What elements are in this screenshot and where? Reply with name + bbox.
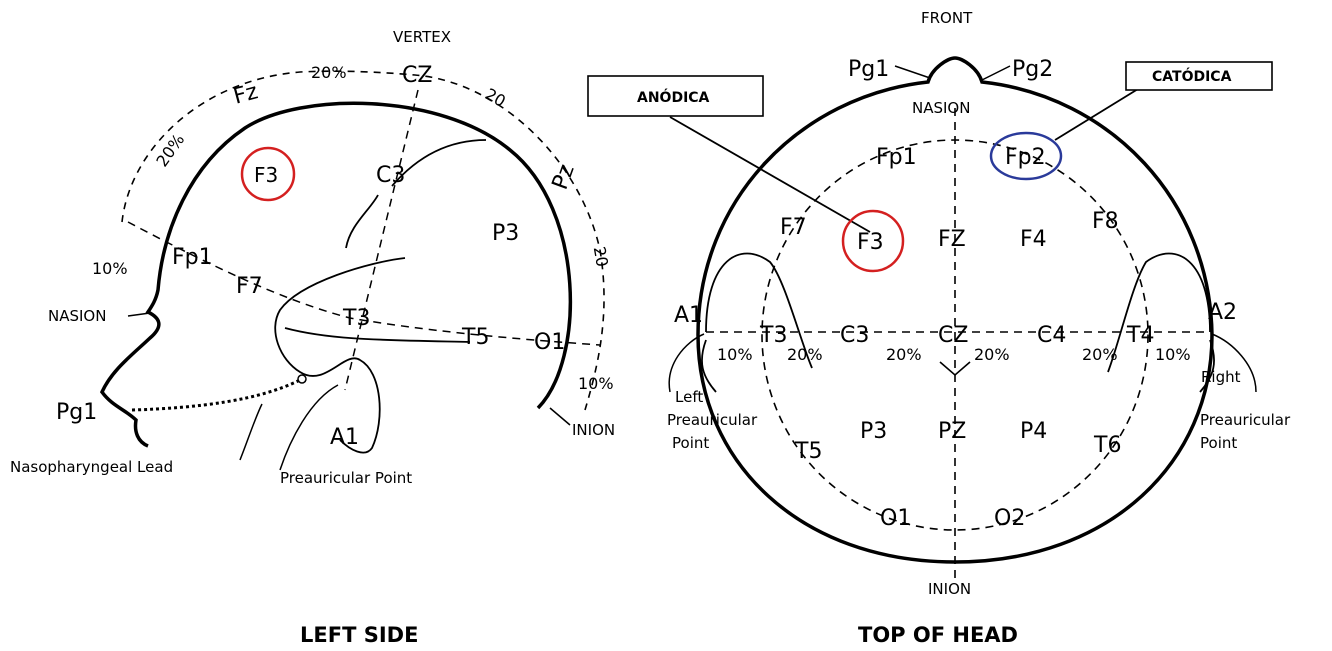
left-side-labels: VERTEX Fz CZ 20% 20 20% Pz 20 F3 C3 P3 F… — [10, 28, 615, 647]
electrode-c3-left: C3 — [376, 163, 405, 188]
ear-outline — [274, 257, 406, 454]
inion-label-left: INION — [572, 421, 615, 439]
electrode-cz-top: CZ — [938, 323, 968, 348]
electrode-a2-top: A2 — [1208, 300, 1237, 325]
head-profile-outline — [99, 101, 573, 448]
electrode-f3-left: F3 — [254, 163, 278, 187]
electrode-cz-left: CZ — [402, 63, 432, 88]
pct-o1-inion: 10% — [578, 374, 614, 393]
anode-callout-line — [669, 116, 871, 233]
electrode-fz-left: Fz — [231, 79, 261, 109]
electrode-fp2-top: Fp2 — [1005, 145, 1046, 170]
nasion-label-top: NASION — [912, 99, 970, 117]
pct-fp1-nasion: 10% — [92, 259, 128, 278]
pointer-lead — [239, 403, 263, 461]
preauricular-point-label-left: Preauricular Point — [280, 469, 412, 487]
pointer-pg2 — [981, 65, 1011, 81]
right-preauricular-3: Point — [1200, 434, 1237, 452]
electrode-c3-top: C3 — [840, 323, 869, 348]
electrode-t3-top: T3 — [759, 323, 787, 348]
pct-cz-pz: 20 — [482, 84, 509, 111]
top-of-head-caption: TOP OF HEAD — [858, 623, 1018, 647]
pct-a1-t3: 10% — [717, 345, 753, 364]
electrode-c4-top: C4 — [1037, 323, 1066, 348]
brain-fissure — [345, 139, 487, 249]
electrode-t4-top: T4 — [1126, 323, 1154, 348]
electrode-f7-left: F7 — [236, 274, 263, 299]
nasopharyngeal-lead-label: Nasopharyngeal Lead — [10, 458, 173, 476]
pointer-pg1 — [894, 65, 931, 79]
pct-cz-c4: 20% — [974, 345, 1010, 364]
electrode-f3-top: F3 — [857, 230, 884, 255]
electrode-a1-left: A1 — [330, 425, 359, 450]
left-preauricular-2: Preauricular — [667, 411, 758, 429]
cathode-callout-line — [1054, 88, 1139, 141]
pct-t3-c3: 20% — [787, 345, 823, 364]
anode-callout-box — [587, 75, 764, 117]
electrode-a1-top: A1 — [674, 303, 703, 328]
cathode-callout-box — [1125, 61, 1273, 91]
right-ear-top — [1107, 252, 1215, 393]
right-preauricular-1: Right — [1201, 368, 1241, 386]
pct-fz-fp1: 20% — [152, 130, 188, 170]
electrode-t5-left: T5 — [461, 325, 489, 350]
pct-fz-cz: 20% — [311, 63, 347, 82]
top-of-head-view — [587, 56, 1273, 580]
center-chevron — [939, 361, 971, 377]
top-head-outline — [696, 56, 1214, 564]
front-label: FRONT — [921, 9, 973, 27]
right-preauricular-2: Preauricular — [1200, 411, 1291, 429]
left-preauricular-3: Point — [672, 434, 709, 452]
electrode-pg2-top: Pg2 — [1012, 57, 1053, 82]
electrode-o1-top: O1 — [880, 506, 911, 531]
electrode-pg1-left: Pg1 — [56, 400, 97, 425]
nasopharyngeal-lead-line — [131, 378, 301, 412]
f3-anode-circle-left — [240, 146, 296, 202]
electrode-fp1-left: Fp1 — [172, 245, 213, 270]
electrode-p3-top: P3 — [860, 419, 887, 444]
cathode-callout-text: CATÓDICA — [1152, 67, 1232, 85]
pointer-nasion — [127, 312, 151, 317]
electrode-f7-top: F7 — [780, 215, 807, 240]
pct-c4-t4: 20% — [1082, 345, 1118, 364]
pct-t4-a2: 10% — [1155, 345, 1191, 364]
fp2-cathode-circle — [989, 131, 1063, 181]
electrode-f8-top: F8 — [1092, 209, 1119, 234]
pct-c3-cz: 20% — [886, 345, 922, 364]
pointer-right-preauricular — [1211, 333, 1257, 393]
electrode-p3-left: P3 — [492, 221, 519, 246]
top-of-head-labels: FRONT ANÓDICA CATÓDICA Pg1 Pg2 NASION Fp… — [637, 9, 1291, 647]
pct-pz-o1: 20 — [590, 245, 612, 268]
inion-label-top: INION — [928, 580, 971, 598]
left-side-view — [99, 70, 605, 471]
horizontal-guide-line — [127, 221, 601, 346]
electrode-t3-left: T3 — [342, 306, 370, 331]
pointer-left-preauricular — [668, 333, 705, 393]
f3-anode-circle-top — [841, 209, 905, 273]
left-side-caption: LEFT SIDE — [300, 623, 418, 647]
electrode-t5-top: T5 — [794, 439, 822, 464]
vertical-guide-line — [344, 89, 419, 391]
electrode-o1-left: O1 — [534, 330, 565, 355]
electrode-pg1-top: Pg1 — [848, 57, 889, 82]
left-ear-top — [701, 252, 813, 393]
electrode-fp1-top: Fp1 — [876, 145, 917, 170]
electrode-fz-top: FZ — [938, 227, 966, 252]
electrode-p4-top: P4 — [1020, 419, 1047, 444]
electrode-f4-top: F4 — [1020, 227, 1047, 252]
vertex-label: VERTEX — [393, 28, 451, 46]
pointer-inion — [549, 407, 571, 426]
electrode-t6-top: T6 — [1093, 433, 1121, 458]
pointer-preauricular — [279, 384, 339, 471]
coronal-arc-dashed — [121, 70, 605, 411]
electrode-pz-top: PZ — [938, 419, 966, 444]
nasion-label-left: NASION — [48, 307, 106, 325]
electrode-pz-left: Pz — [548, 161, 580, 193]
electrode-o2-top: O2 — [994, 506, 1025, 531]
left-preauricular-1: Left — [675, 388, 703, 406]
anode-callout-text: ANÓDICA — [637, 88, 710, 106]
ear-inner — [284, 327, 471, 343]
